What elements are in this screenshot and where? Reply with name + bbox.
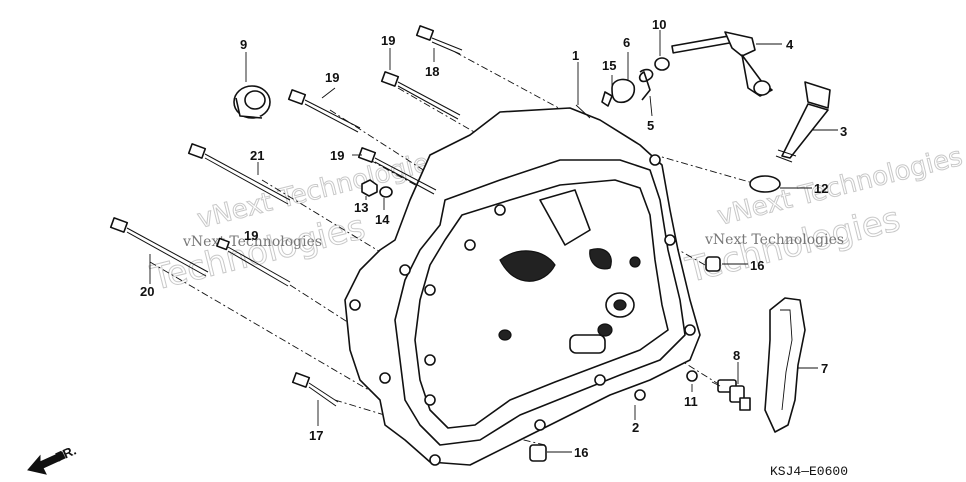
callout-16-upper: 16 [750, 258, 764, 273]
callout-20: 20 [140, 284, 154, 299]
switch-8-icon [711, 379, 751, 411]
bolt-18-icon [415, 25, 463, 55]
bolt-19-mid-icon [357, 147, 437, 195]
callout-10: 10 [652, 17, 666, 32]
clutch-lifter-parts [601, 31, 831, 193]
flange-bolt-holes [349, 154, 696, 466]
callout-19-left: 19 [325, 70, 339, 85]
bolt-19-top-icon [380, 71, 461, 120]
callout-17: 17 [309, 428, 323, 443]
callout-19-top: 19 [381, 33, 395, 48]
bolt-19-long-icon [287, 89, 361, 133]
diagram-code: KSJ4—E0600 [770, 464, 848, 479]
callout-15: 15 [602, 58, 616, 73]
right-side-parts [529, 256, 806, 462]
callout-6: 6 [623, 35, 630, 50]
front-arrow-icon [27, 451, 66, 475]
callout-14: 14 [375, 212, 390, 227]
callout-19-mid: 19 [330, 148, 344, 163]
callout-9: 9 [240, 37, 247, 52]
washer-10-icon [654, 57, 670, 71]
dowel-16-lower-icon [529, 444, 547, 462]
cover-plate-7-icon [764, 297, 806, 433]
bolt-19-lower-icon [216, 237, 291, 287]
dowel-16-upper-icon [705, 256, 721, 272]
dipstick-3-icon [775, 81, 831, 163]
front-direction-arrow: FR. [27, 443, 78, 475]
callout-12: 12 [814, 181, 828, 196]
callout-5: 5 [647, 118, 654, 133]
callout-18: 18 [425, 64, 439, 79]
callout-7: 7 [821, 361, 828, 376]
leader-lines [149, 30, 838, 453]
callout-4: 4 [786, 37, 794, 52]
right-crankcase-cover [344, 107, 701, 466]
callout-13: 13 [354, 200, 368, 215]
callout-1: 1 [572, 48, 579, 63]
pin-15-icon [601, 91, 613, 107]
o-ring-12-icon [749, 175, 781, 193]
bolt-20-icon [109, 217, 209, 277]
callout-8: 8 [733, 348, 740, 363]
oil-seal-9-icon [233, 85, 271, 119]
callout-11: 11 [684, 394, 698, 409]
callout-19-lower: 19 [244, 228, 258, 243]
callout-numbers: 1 2 3 4 5 6 7 8 9 10 11 12 13 14 15 16 1… [140, 17, 847, 460]
callout-21: 21 [250, 148, 264, 163]
cam-6-icon [611, 78, 636, 104]
flange-bolts [109, 25, 463, 407]
callout-16-lower: 16 [574, 445, 588, 460]
bolt-21-icon [187, 143, 291, 205]
watermark-right-caption: vNext Technologies [704, 232, 844, 248]
front-label: FR. [53, 443, 78, 465]
washer-14-icon [379, 186, 393, 198]
lifter-rod-4-icon [671, 31, 773, 97]
watermark-left-large: Technologies [147, 207, 370, 299]
bolt-17-icon [291, 372, 339, 407]
nut-13-icon [361, 179, 378, 197]
callout-3: 3 [840, 124, 847, 139]
washer-11-icon [686, 370, 698, 382]
watermark-right: Technologies vNext Technologies vNext Te… [681, 141, 966, 291]
spring-5-icon [638, 68, 654, 101]
callout-2: 2 [632, 420, 639, 435]
